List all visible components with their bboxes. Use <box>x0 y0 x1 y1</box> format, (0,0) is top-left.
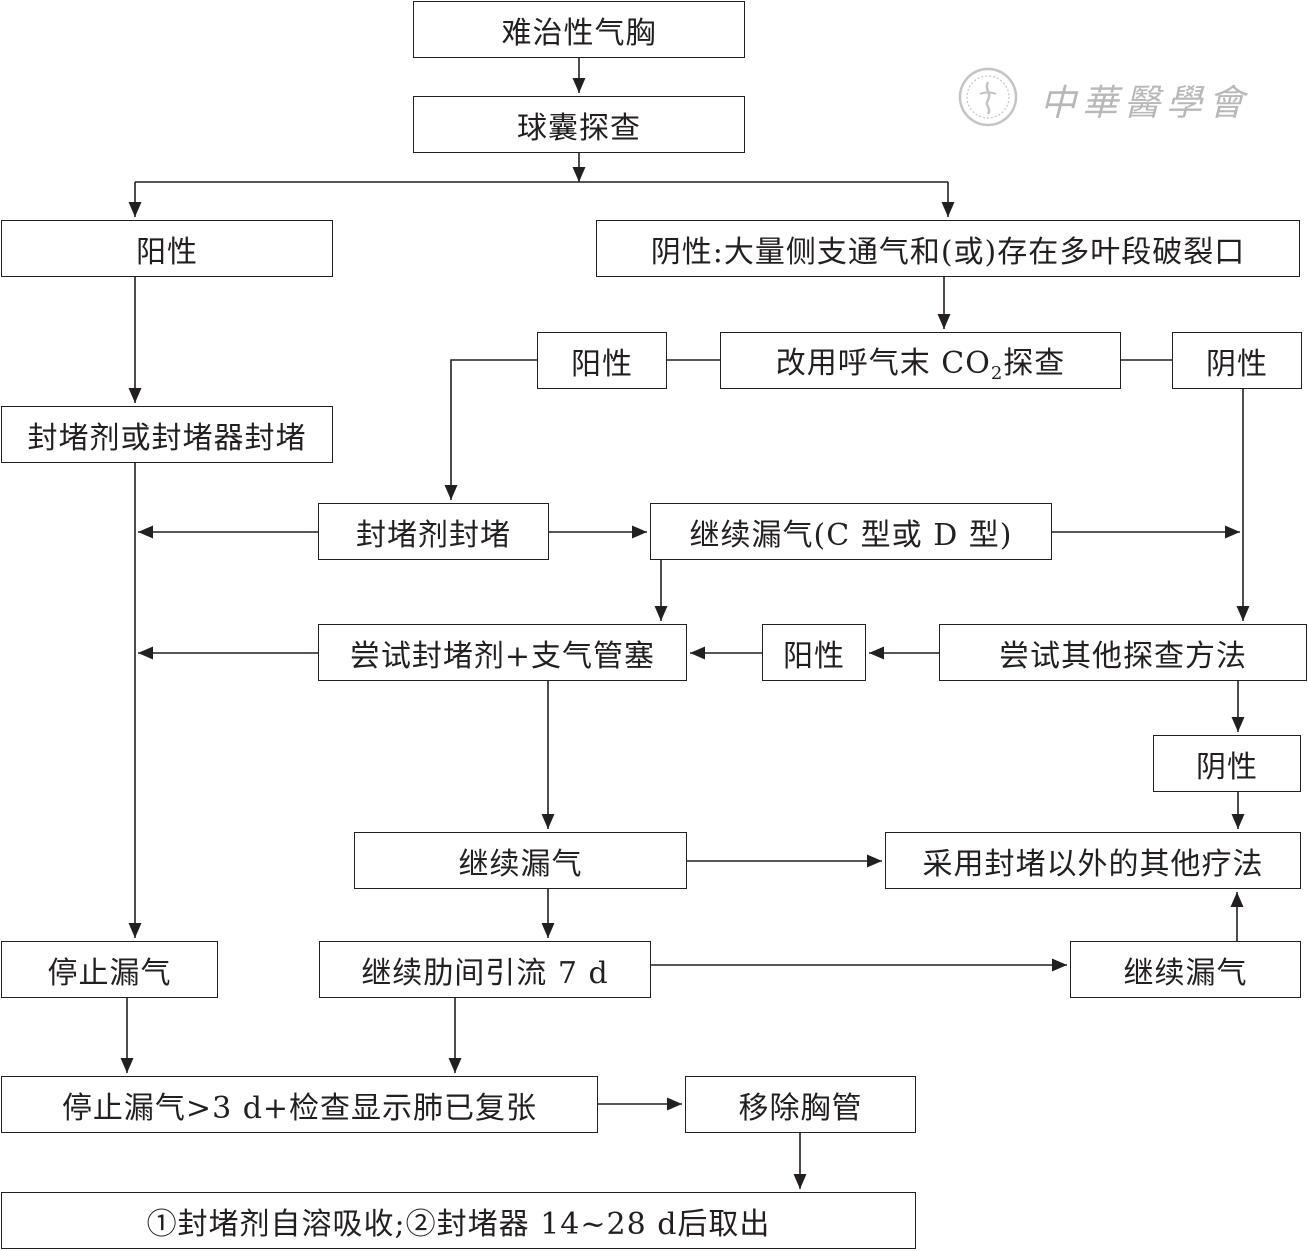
wire-positive-2-to-sealant <box>444 359 537 500</box>
wire-drain-to-leak-3 <box>651 958 1067 972</box>
node-final-outcome: ①封堵剂自溶吸收;②封堵器 14~28 d后取出 <box>1 1192 916 1249</box>
wire-other-probe-to-negative-3 <box>1231 681 1245 732</box>
wire-positive-1-to-seal <box>128 277 142 403</box>
node-stop-leak-3d-lung-reexpanded: 停止漏气>3 d+检查显示肺已复张 <box>1 1076 598 1133</box>
node-positive-1: 阳性 <box>1 220 333 277</box>
wire-remove-to-final <box>793 1133 807 1189</box>
node-continued-leak-2: 继续漏气 <box>354 832 687 889</box>
node-negative-1: 阴性:大量侧支通气和(或)存在多叶段破裂口 <box>596 220 1300 277</box>
wire-balloon-split <box>572 153 586 182</box>
node-try-other-probe: 尝试其他探查方法 <box>939 624 1307 681</box>
wire-drain-to-stop3d <box>448 998 462 1073</box>
wire-leak-cd-to-right <box>1052 525 1240 539</box>
wire-leak-2-to-drain <box>541 889 555 938</box>
wire-positive-3-to-try-plug <box>690 646 762 660</box>
wire-other-probe-to-positive-3 <box>869 646 939 660</box>
wire-try-plug-to-leak-2 <box>541 681 555 829</box>
wire-sealant-to-leak-cd <box>549 525 647 539</box>
wire-leak-2-to-other-therapy <box>687 854 882 868</box>
node-negative-2: 阴性 <box>1172 332 1302 389</box>
node-intercostal-drain-7d: 继续肋间引流 7 d <box>319 941 651 998</box>
node-other-therapy: 采用封堵以外的其他疗法 <box>885 832 1301 889</box>
node-balloon-probe: 球囊探查 <box>413 96 745 153</box>
node-co2-probe: 改用呼气末 CO2探查 <box>720 332 1121 389</box>
wire-to-positive-1 <box>128 182 142 217</box>
node-sealant-seal: 封堵剂封堵 <box>318 503 549 560</box>
node-refractory-pneumothorax: 难治性气胸 <box>413 1 745 58</box>
wire-to-negative-1 <box>941 182 955 217</box>
wire-leak-3-to-other-therapy <box>1230 892 1244 941</box>
node-seal-agent-or-device: 封堵剂或封堵器封堵 <box>1 406 333 463</box>
node-continued-leak-cd: 继续漏气(C 型或 D 型) <box>650 503 1052 560</box>
node-negative-3: 阴性 <box>1153 735 1301 792</box>
node-stop-leak: 停止漏气 <box>1 941 218 998</box>
wire-seal-trunk <box>128 463 142 938</box>
node-try-sealant-plus-blocker: 尝试封堵剂+支气管塞 <box>318 624 687 681</box>
wire-sealant-to-trunk <box>138 525 318 539</box>
wire-negative-1-to-co2 <box>937 277 951 329</box>
wire-negative-3-to-other-therapy <box>1231 792 1245 829</box>
node-positive-3: 阳性 <box>762 624 866 681</box>
node-remove-chest-tube: 移除胸管 <box>685 1076 916 1133</box>
society-seal-icon <box>958 67 1018 127</box>
society-watermark-text: 中華醫學會 <box>1040 83 1251 124</box>
wire-leak-cd-to-try-plug <box>654 560 668 621</box>
node-positive-2: 阳性 <box>537 332 667 389</box>
wire-stop3d-to-remove <box>598 1097 682 1111</box>
node-continued-leak-3: 继续漏气 <box>1070 941 1301 998</box>
wire-root-to-balloon <box>572 58 586 93</box>
wire-try-plug-to-trunk <box>138 646 318 660</box>
wire-stop-to-stop3d <box>120 998 134 1073</box>
wire-negative-2-to-other-probe <box>1236 389 1250 621</box>
